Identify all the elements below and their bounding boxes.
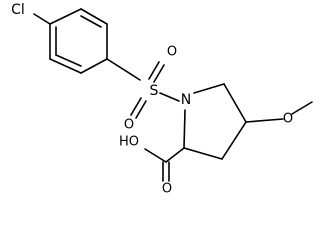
bond-sulfur-nitrogen xyxy=(159,92,180,102)
pyrrolidine-bond-c5-c4 xyxy=(223,83,247,123)
pyrrolidine-bond-c2-n xyxy=(183,109,186,149)
pyrrolidine-bond-c4-c3 xyxy=(221,121,247,160)
bond-methoxy-o-ch3 xyxy=(291,101,313,115)
chlorine-label: Cl xyxy=(11,2,25,18)
pyrrolidine-bond-c3-c2 xyxy=(183,147,223,160)
nitrogen-label: N xyxy=(181,92,191,108)
ring-bond-1 xyxy=(80,8,108,25)
benzene-ring xyxy=(49,8,108,74)
sulfur-label: S xyxy=(150,83,159,99)
pyrrolidine-bond-n-c5 xyxy=(193,83,225,94)
sulfonyl-oxygen-bottom-label: O xyxy=(124,118,134,133)
carboxyl-hydroxyl-label: HO xyxy=(119,135,139,150)
bond-ring-cl xyxy=(33,13,51,25)
bond-c4-methoxy-o xyxy=(245,118,284,123)
bond-sulfur-o-top-b xyxy=(153,64,165,83)
methoxy-oxygen-label: O xyxy=(283,112,293,127)
bond-sulfur-o-bottom-a xyxy=(130,97,142,116)
ring-inner-double-2 xyxy=(55,54,82,67)
structure-diagram: Cl S O O N O HO O xyxy=(11,2,313,197)
sulfonyl-oxygen-top-label: O xyxy=(167,45,177,60)
bond-sulfur-o-top-a xyxy=(148,61,160,80)
bond-c2-carboxyl-c xyxy=(165,147,185,163)
ring-inner-double-1 xyxy=(80,15,102,28)
ring-bond-6 xyxy=(49,8,82,25)
molecule-drawing: Cl S O O N O HO O xyxy=(11,2,313,197)
carbonyl-oxygen-label: O xyxy=(162,182,172,197)
ring-bond-4 xyxy=(49,58,82,74)
ring-bond-3 xyxy=(80,58,108,74)
bond-carboxyl-c-oh xyxy=(144,148,167,163)
bond-ring-sulfur xyxy=(106,58,141,81)
bond-sulfur-o-bottom-b xyxy=(135,100,147,119)
pyrrolidine-ring xyxy=(183,83,247,160)
